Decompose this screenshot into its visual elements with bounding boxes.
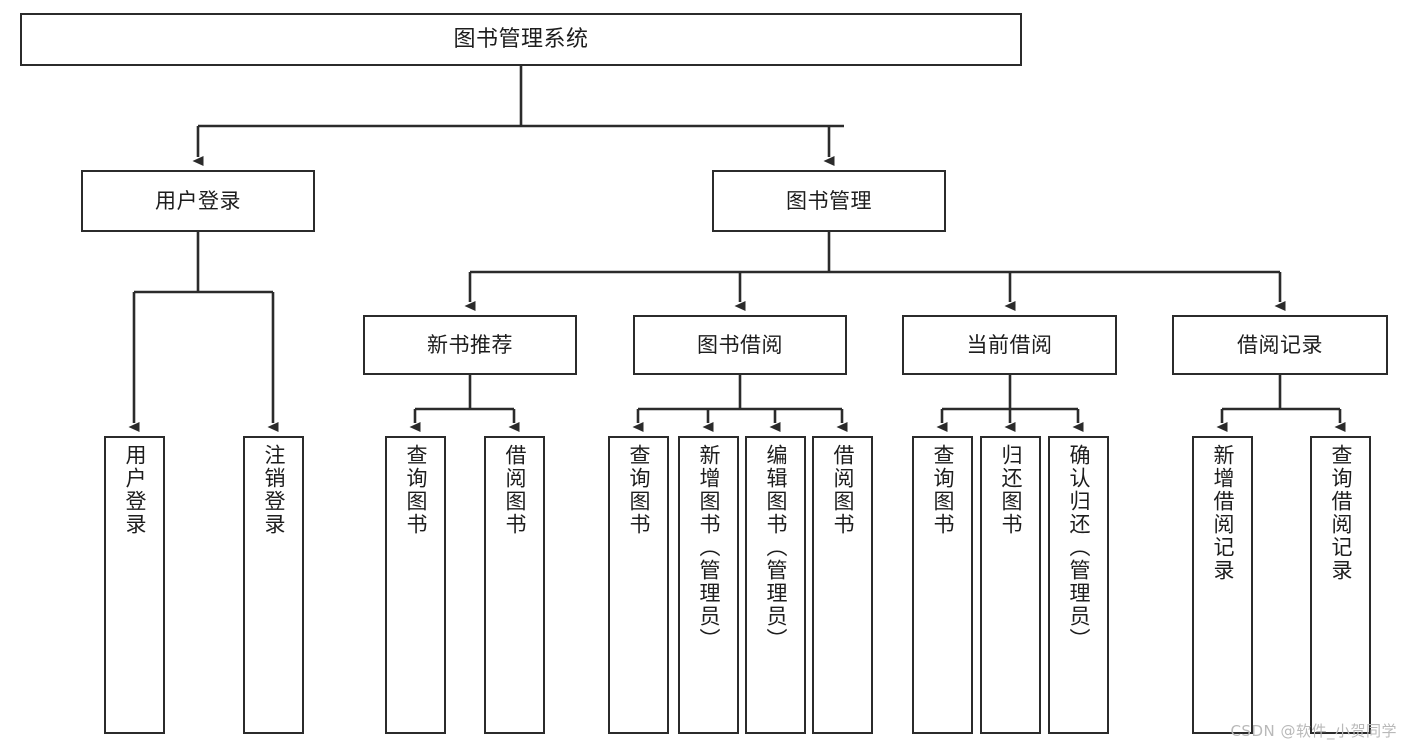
leaf-current-borrow-return-book[interactable]: 归还图书 (980, 436, 1041, 734)
leaf-borrow-record-add-record[interactable]: 新增借阅记录 (1192, 436, 1253, 734)
leaf-book-borrow-borrow-book[interactable]: 借阅图书 (812, 436, 873, 734)
node-label: 当前借阅 (966, 332, 1053, 357)
leaf-user-login-logout[interactable]: 注销登录 (243, 436, 304, 734)
node-book-borrow[interactable]: 图书借阅 (633, 315, 847, 375)
node-label: 借阅图书 (831, 444, 855, 536)
node-label: 图书管理 (786, 188, 872, 213)
leaf-book-borrow-add-book-admin[interactable]: 新增图书（管理员） (678, 436, 739, 734)
node-label: 归还图书 (999, 444, 1023, 536)
node-label: 查询图书 (404, 444, 428, 536)
node-label: 确认归还（管理员） (1067, 444, 1091, 651)
leaf-book-borrow-edit-book-admin[interactable]: 编辑图书（管理员） (745, 436, 806, 734)
node-label: 查询图书 (627, 444, 651, 536)
node-label: 借阅图书 (503, 444, 527, 536)
leaf-new-book-borrow-book[interactable]: 借阅图书 (484, 436, 545, 734)
leaf-current-borrow-query-book[interactable]: 查询图书 (912, 436, 973, 734)
node-label: 查询借阅记录 (1329, 444, 1353, 582)
node-label: 图书借阅 (697, 332, 783, 357)
node-label: 查询图书 (931, 444, 955, 536)
node-label: 编辑图书（管理员） (764, 444, 788, 651)
node-label: 图书管理系统 (453, 26, 589, 52)
node-label: 注销登录 (262, 444, 286, 536)
node-user-login[interactable]: 用户登录 (81, 170, 315, 232)
node-label: 新书推荐 (427, 332, 513, 357)
node-current-borrow[interactable]: 当前借阅 (902, 315, 1117, 375)
leaf-current-borrow-confirm-return-admin[interactable]: 确认归还（管理员） (1048, 436, 1109, 734)
node-label: 用户登录 (155, 188, 241, 213)
leaf-borrow-record-query-record[interactable]: 查询借阅记录 (1310, 436, 1371, 734)
node-label: 用户登录 (123, 444, 147, 536)
node-borrow-record[interactable]: 借阅记录 (1172, 315, 1388, 375)
node-label: 新增图书（管理员） (697, 444, 721, 651)
node-book-management[interactable]: 图书管理 (712, 170, 946, 232)
leaf-book-borrow-query-book[interactable]: 查询图书 (608, 436, 669, 734)
leaf-user-login-login[interactable]: 用户登录 (104, 436, 165, 734)
csdn-watermark: CSDN @软件_小贺同学 (1230, 722, 1397, 740)
node-label: 借阅记录 (1237, 332, 1323, 357)
node-new-book-recommend[interactable]: 新书推荐 (363, 315, 577, 375)
node-root-book-management-system[interactable]: 图书管理系统 (20, 13, 1022, 66)
leaf-new-book-query-book[interactable]: 查询图书 (385, 436, 446, 734)
node-label: 新增借阅记录 (1211, 444, 1235, 582)
